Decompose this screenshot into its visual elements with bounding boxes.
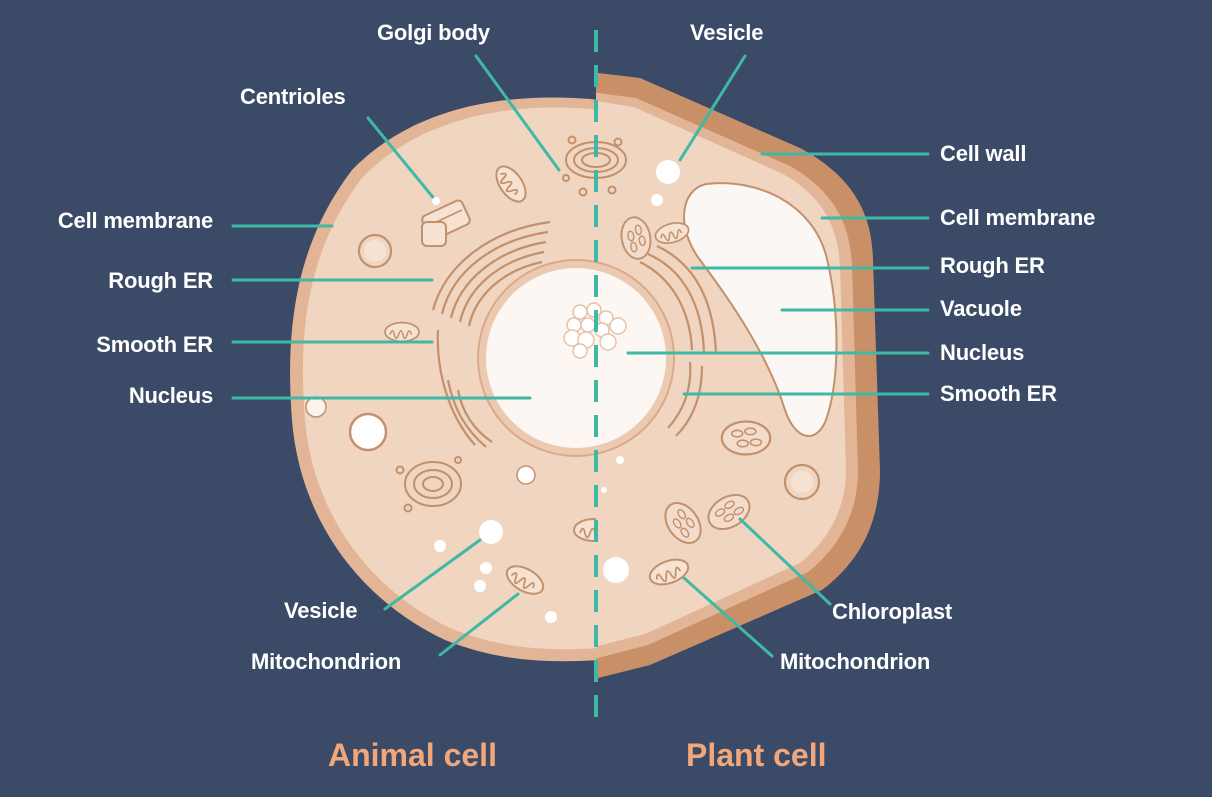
label-plant-cell-membrane: Cell membrane bbox=[940, 205, 1096, 230]
nucleus-shape bbox=[477, 259, 675, 457]
label-golgi-body: Golgi body bbox=[377, 20, 490, 45]
plant-golgi bbox=[596, 137, 627, 195]
animal-smooth-er bbox=[436, 329, 493, 448]
animal-golgi-body bbox=[562, 135, 596, 197]
label-vacuole: Vacuole bbox=[940, 296, 1022, 321]
label-plant-smooth-er: Smooth ER bbox=[940, 381, 1057, 406]
label-centrioles: Centrioles bbox=[240, 84, 346, 109]
label-animal-mitochondrion: Mitochondrion bbox=[251, 649, 402, 674]
label-chloroplast: Chloroplast bbox=[832, 599, 953, 624]
label-plant-nucleus: Nucleus bbox=[940, 340, 1025, 365]
label-plant-vesicle: Vesicle bbox=[690, 20, 764, 45]
label-animal-cell-membrane: Cell membrane bbox=[57, 208, 213, 233]
plant-cell bbox=[596, 72, 880, 679]
label-plant-mitochondrion: Mitochondrion bbox=[780, 649, 931, 674]
title-plant-cell: Plant cell bbox=[686, 737, 827, 773]
animal-rough-er bbox=[431, 220, 551, 327]
label-cell-wall: Cell wall bbox=[940, 141, 1027, 166]
animal-golgi-lower bbox=[395, 456, 462, 513]
animal-mitochondrion-2 bbox=[384, 321, 420, 343]
label-animal-smooth-er: Smooth ER bbox=[96, 332, 213, 357]
plant-vesicles bbox=[601, 160, 821, 583]
leader-lines bbox=[231, 54, 930, 658]
label-animal-nucleus: Nucleus bbox=[128, 383, 213, 408]
centrioles-shape bbox=[421, 199, 471, 247]
plant-vacuole bbox=[683, 182, 838, 437]
centrioles-pointer-dot bbox=[432, 197, 440, 205]
plant-rough-er bbox=[639, 245, 718, 355]
plant-chloroplast-2 bbox=[720, 420, 772, 456]
label-animal-rough-er: Rough ER bbox=[108, 268, 213, 293]
animal-vesicles bbox=[305, 233, 557, 623]
title-animal-cell: Animal cell bbox=[328, 737, 497, 773]
label-animal-vesicle: Vesicle bbox=[284, 598, 358, 623]
plant-smooth-er bbox=[667, 361, 704, 437]
animal-cell bbox=[290, 97, 596, 662]
label-plant-rough-er: Rough ER bbox=[940, 253, 1045, 278]
